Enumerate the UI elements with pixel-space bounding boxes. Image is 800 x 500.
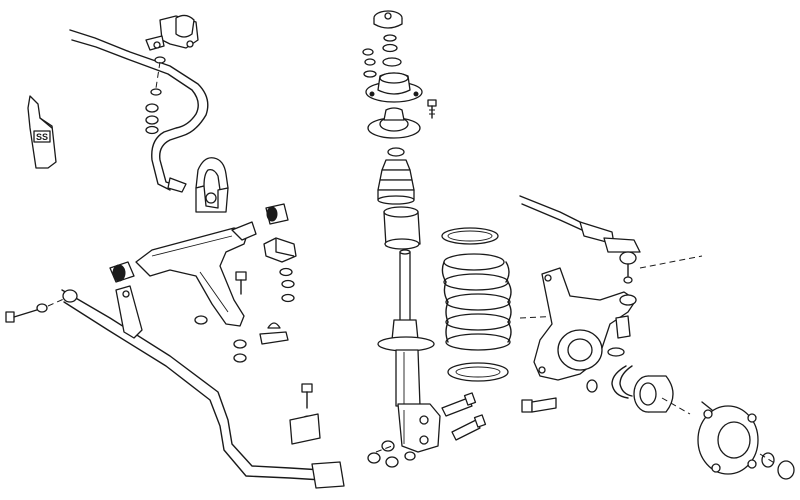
spring-upper-insulator xyxy=(441,227,499,245)
control-arm-bushing xyxy=(109,261,135,283)
strut-bottom-nuts xyxy=(367,440,416,468)
mount-bolt xyxy=(427,99,437,119)
strut-washer-stack xyxy=(362,34,402,78)
hub-guide-line xyxy=(661,397,691,415)
knuckle-bolt xyxy=(521,397,557,413)
tie-rod-guide-line xyxy=(639,255,703,269)
washer-stack-upper xyxy=(145,56,166,135)
steering-knuckle xyxy=(533,267,637,381)
bar-mount-bracket-lower xyxy=(289,413,321,445)
ball-joint xyxy=(259,322,289,345)
clamp-bolts xyxy=(441,392,487,441)
arm-bolt xyxy=(194,271,247,363)
spring-lower-seat xyxy=(447,362,509,382)
wheel-bearing xyxy=(633,375,674,413)
spring-seat-bearing xyxy=(367,107,421,139)
shock-absorber xyxy=(377,249,435,407)
strut-upper-mount xyxy=(365,72,423,103)
knuckle-washers xyxy=(586,294,637,393)
bump-stop-cap xyxy=(387,147,405,157)
dust-boot-bellows xyxy=(377,159,415,205)
sealant-tube: SS xyxy=(27,95,57,169)
stabilizer-bushing-clamp xyxy=(195,157,229,213)
bushing-right xyxy=(265,203,289,225)
long-bolt-left xyxy=(5,297,67,323)
lower-control-arm xyxy=(135,221,257,327)
hub-nuts xyxy=(759,452,795,480)
shock-cover-tube xyxy=(383,206,421,250)
bar-mount-bracket-top xyxy=(145,14,199,51)
wheel-hub xyxy=(697,401,759,475)
sealant-tube-label: SS xyxy=(36,132,48,142)
snap-ring xyxy=(611,365,633,399)
tie-rod xyxy=(519,195,641,284)
stabilizer-bar-lower xyxy=(61,285,345,489)
strut-knuckle-clamp xyxy=(397,403,441,453)
stabilizer-bar-upper xyxy=(69,29,209,193)
coil-spring xyxy=(441,253,512,351)
arm-mount-bracket xyxy=(263,237,297,303)
strut-top-nut xyxy=(373,10,403,29)
